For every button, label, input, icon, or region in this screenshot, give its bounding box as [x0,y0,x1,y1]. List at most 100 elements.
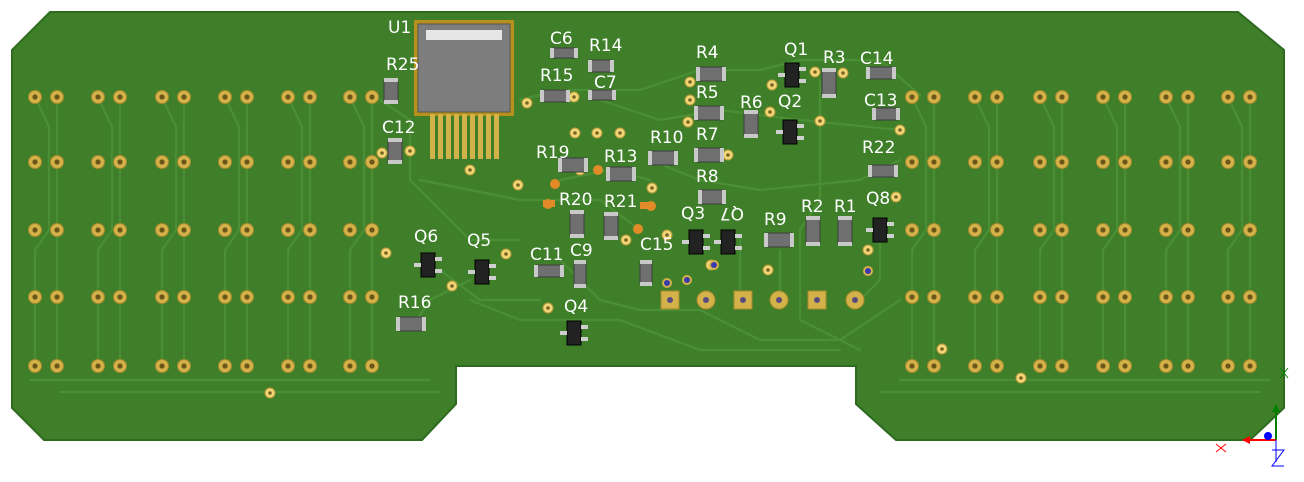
pad-hole [931,94,937,100]
pad-hole [222,294,228,300]
via-hole [818,119,822,123]
via-hole [572,95,576,99]
smd-terminal [388,160,402,164]
copper-trace [1101,95,1119,368]
transistor-body [688,229,704,255]
transistor-body [474,259,490,285]
transistor-body [720,229,736,255]
pad-hole [285,227,291,233]
label-transistor: Q6 [414,227,438,247]
pad-hole [117,294,123,300]
pad-hole [159,227,165,233]
smd-part [837,217,853,245]
transistor-body [782,119,798,145]
smd-terminal [674,151,678,165]
label-resistor: R16 [398,293,431,313]
smd-terminal [894,165,898,177]
label-resistor: R1 [834,197,857,217]
pad-hole [222,363,228,369]
copper-trace [378,98,522,242]
copper-trace [858,228,882,302]
transistor-lead [489,264,496,268]
ic-lead [454,114,459,159]
via-hole [468,168,472,172]
pad-hole [285,363,291,369]
smd-part [589,59,613,73]
pad-hole [1059,94,1065,100]
pad-hole [369,363,375,369]
smd-part [607,166,635,182]
smd-terminal [838,216,852,220]
via-hole [813,70,817,74]
pad-hole [117,94,123,100]
transistor-lead [866,228,873,232]
smd-part [569,211,585,237]
pad-hole [307,363,313,369]
smd-terminal [584,158,588,172]
smd-part [383,79,399,103]
pad-hole [347,294,353,300]
label-resistor: R10 [650,128,683,148]
pad-hole [159,363,165,369]
smd-part [695,147,723,163]
via-hole [688,98,692,102]
blue-via [662,278,672,288]
label-resistor: R8 [696,167,719,187]
pad-hole [852,297,858,303]
via-hole [894,195,898,199]
pad-hole [369,294,375,300]
smd-terminal [570,210,584,214]
via-hole [898,128,902,132]
pad-hole [222,159,228,165]
pad-hole [740,297,746,303]
pad-hole [972,363,978,369]
transistor-lead [703,234,710,238]
smd-terminal [574,260,586,264]
via-hole [573,131,577,135]
copper-trace [798,228,862,352]
transistor-lead [560,331,567,335]
label-ic: U1 [388,18,411,38]
blue-via [709,260,719,270]
smd-terminal [806,242,820,246]
label-resistor: R5 [696,83,719,103]
pad-hole [54,363,60,369]
part-layer [383,20,900,346]
pad-hole [1225,159,1231,165]
ic-highlight [426,30,502,40]
pad-hole [181,94,187,100]
smd-terminal [640,260,652,264]
smd-terminal [612,90,616,100]
smd-terminal [422,317,426,331]
label-capacitor: C9 [570,241,593,261]
label-capacitor: C14 [860,49,894,69]
pad-hole [32,94,38,100]
pad-hole [181,227,187,233]
transistor-body [784,62,800,88]
pad-hole [347,227,353,233]
smd-terminal [866,67,870,79]
transistor-lead [468,270,475,274]
pad-hole [244,294,250,300]
pad-hole [909,294,915,300]
smd-terminal [648,151,652,165]
via-hole [408,149,412,153]
y-axis-arrow [1272,404,1280,412]
pad-hole [244,363,250,369]
smd-part [695,105,723,121]
orange-pad [633,224,643,234]
label-transistor-rotated: Q7 [720,203,744,223]
pad-hole [159,294,165,300]
blue-via [863,266,873,276]
transistor-lead [797,124,804,128]
pad-hole [1122,159,1128,165]
pad-hole [1100,94,1106,100]
transistor-lead [776,130,783,134]
smd-part [639,261,653,285]
label-resistor: R14 [589,36,622,56]
via-hole [525,101,529,105]
pad-hole [1247,294,1253,300]
pad-hole [1100,227,1106,233]
